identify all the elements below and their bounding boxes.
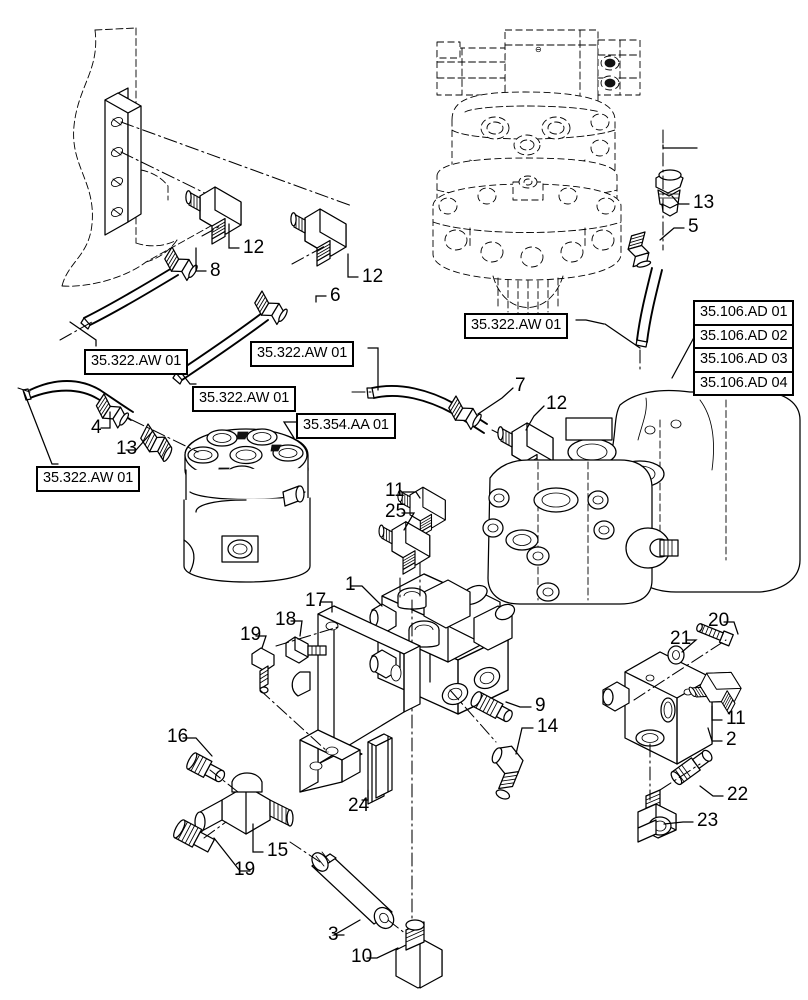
centerline-8	[201, 224, 223, 237]
centerline-3-tee	[289, 841, 321, 863]
four-hole-mounting-plate	[104, 87, 169, 236]
centerline-20-21-block	[633, 639, 727, 701]
nipple-fitting-9	[470, 691, 513, 723]
centerline-13b-swivel	[131, 419, 199, 453]
item-callout-7: 7	[515, 375, 526, 396]
centerline-16-tee	[209, 769, 239, 793]
reference-label-row: 35.106.AD 03	[695, 349, 793, 373]
reference-label-box: 35.322.AW 01	[192, 386, 297, 412]
item-callout-18: 18	[275, 609, 297, 630]
hose-assembly-5	[624, 231, 663, 348]
tube-assembly-3	[311, 851, 395, 930]
item-callout-24: 24	[348, 795, 370, 816]
item-callout-13: 13	[116, 438, 138, 459]
hose-assembly-6	[172, 290, 291, 385]
item-callout-19: 19	[234, 859, 256, 880]
item-callout-19: 19	[240, 624, 262, 645]
centerline-9-14	[449, 689, 497, 743]
reference-label-row: 35.106.AD 01	[695, 302, 793, 326]
leader-motor-ref	[604, 323, 641, 349]
tandem-hydraulic-pump	[482, 389, 801, 605]
centerline-hose8-end	[59, 321, 93, 341]
reference-label-box: 35.322.AW 01	[84, 349, 189, 375]
item-callout-23: 23	[697, 810, 719, 831]
item-callout-12: 12	[362, 266, 384, 287]
centerline-bracket-b	[120, 151, 216, 199]
reference-label-box: 35.322.AW 01	[36, 466, 141, 492]
centerline-18	[275, 626, 339, 647]
item-callout-9: 9	[535, 695, 546, 716]
item-callout-12: 12	[546, 393, 568, 414]
reference-label-box: 35.354.AA 01	[296, 413, 396, 439]
washer-21	[667, 645, 685, 665]
item-callout-1: 1	[345, 574, 356, 595]
item-callout-15: 15	[267, 840, 289, 861]
leader-motor-bracketline	[662, 144, 698, 149]
fitting-13b	[140, 423, 173, 462]
swing-motor-assembly: ⊖ ⊖	[432, 29, 641, 316]
elbow-fitting-14	[491, 745, 524, 800]
item-callout-6: 6	[330, 285, 341, 306]
leader-24	[361, 789, 369, 801]
centerline-22-23	[659, 763, 701, 791]
centerline-3-10	[387, 919, 407, 935]
reference-label-stack: 35.106.AD 01 35.106.AD 02 35.106.AD 03 3…	[693, 300, 795, 396]
reference-label-row: 35.106.AD 04	[700, 374, 788, 391]
centerline-6	[291, 245, 326, 265]
item-callout-10: 10	[351, 946, 373, 967]
rotary-swivel-joint	[183, 428, 311, 583]
item-callout-20: 20	[708, 610, 730, 631]
item-callout-14: 14	[537, 716, 559, 737]
item-callout-13: 13	[693, 192, 715, 213]
svg-text:⊖: ⊖	[535, 45, 542, 54]
reference-label-row: 35.106.AD 02	[695, 326, 793, 349]
item-callout-11: 11	[726, 708, 746, 729]
item-callout-25: 25	[385, 501, 407, 522]
centerline-19a	[259, 689, 329, 753]
item-callout-5: 5	[688, 216, 699, 237]
centerline-bracket-a	[120, 121, 353, 207]
bolt-19a	[251, 647, 275, 694]
bolt-19b	[173, 819, 216, 853]
item-callout-21: 21	[670, 628, 692, 649]
item-callout-22: 22	[727, 784, 749, 805]
centerline-19b-tee	[203, 821, 227, 839]
item-callout-17: 17	[305, 590, 327, 611]
item-callout-4: 4	[91, 417, 102, 438]
item-callout-11: 11	[385, 480, 405, 501]
hose-assembly-7	[366, 385, 488, 434]
item-callout-8: 8	[210, 260, 221, 281]
item-callout-3: 3	[328, 924, 339, 945]
swivel-fitting-23	[637, 789, 677, 843]
cap-fitting-16	[186, 752, 226, 783]
plug-fitting-13a	[655, 169, 684, 217]
reference-label-box: 35.322.AW 01	[250, 341, 355, 367]
block-fitting-10	[395, 919, 443, 989]
channel-24	[367, 733, 393, 805]
cube-valve-block-2	[602, 651, 713, 765]
bolt-18	[285, 636, 327, 664]
reference-label-box: 35.322.AW 01	[464, 313, 569, 339]
centerline-4	[17, 387, 31, 393]
l-bracket-17	[291, 605, 421, 793]
item-callout-2: 2	[726, 729, 737, 750]
elbow-fitting-12b	[290, 208, 347, 267]
item-callout-16: 16	[167, 726, 189, 747]
hose-assembly-4	[22, 380, 134, 431]
item-callout-12: 12	[243, 237, 265, 258]
bolt-20	[696, 623, 734, 647]
tee-fitting-15	[194, 772, 294, 835]
leader-lines	[100, 195, 739, 959]
hose-assembly-8	[80, 246, 201, 330]
